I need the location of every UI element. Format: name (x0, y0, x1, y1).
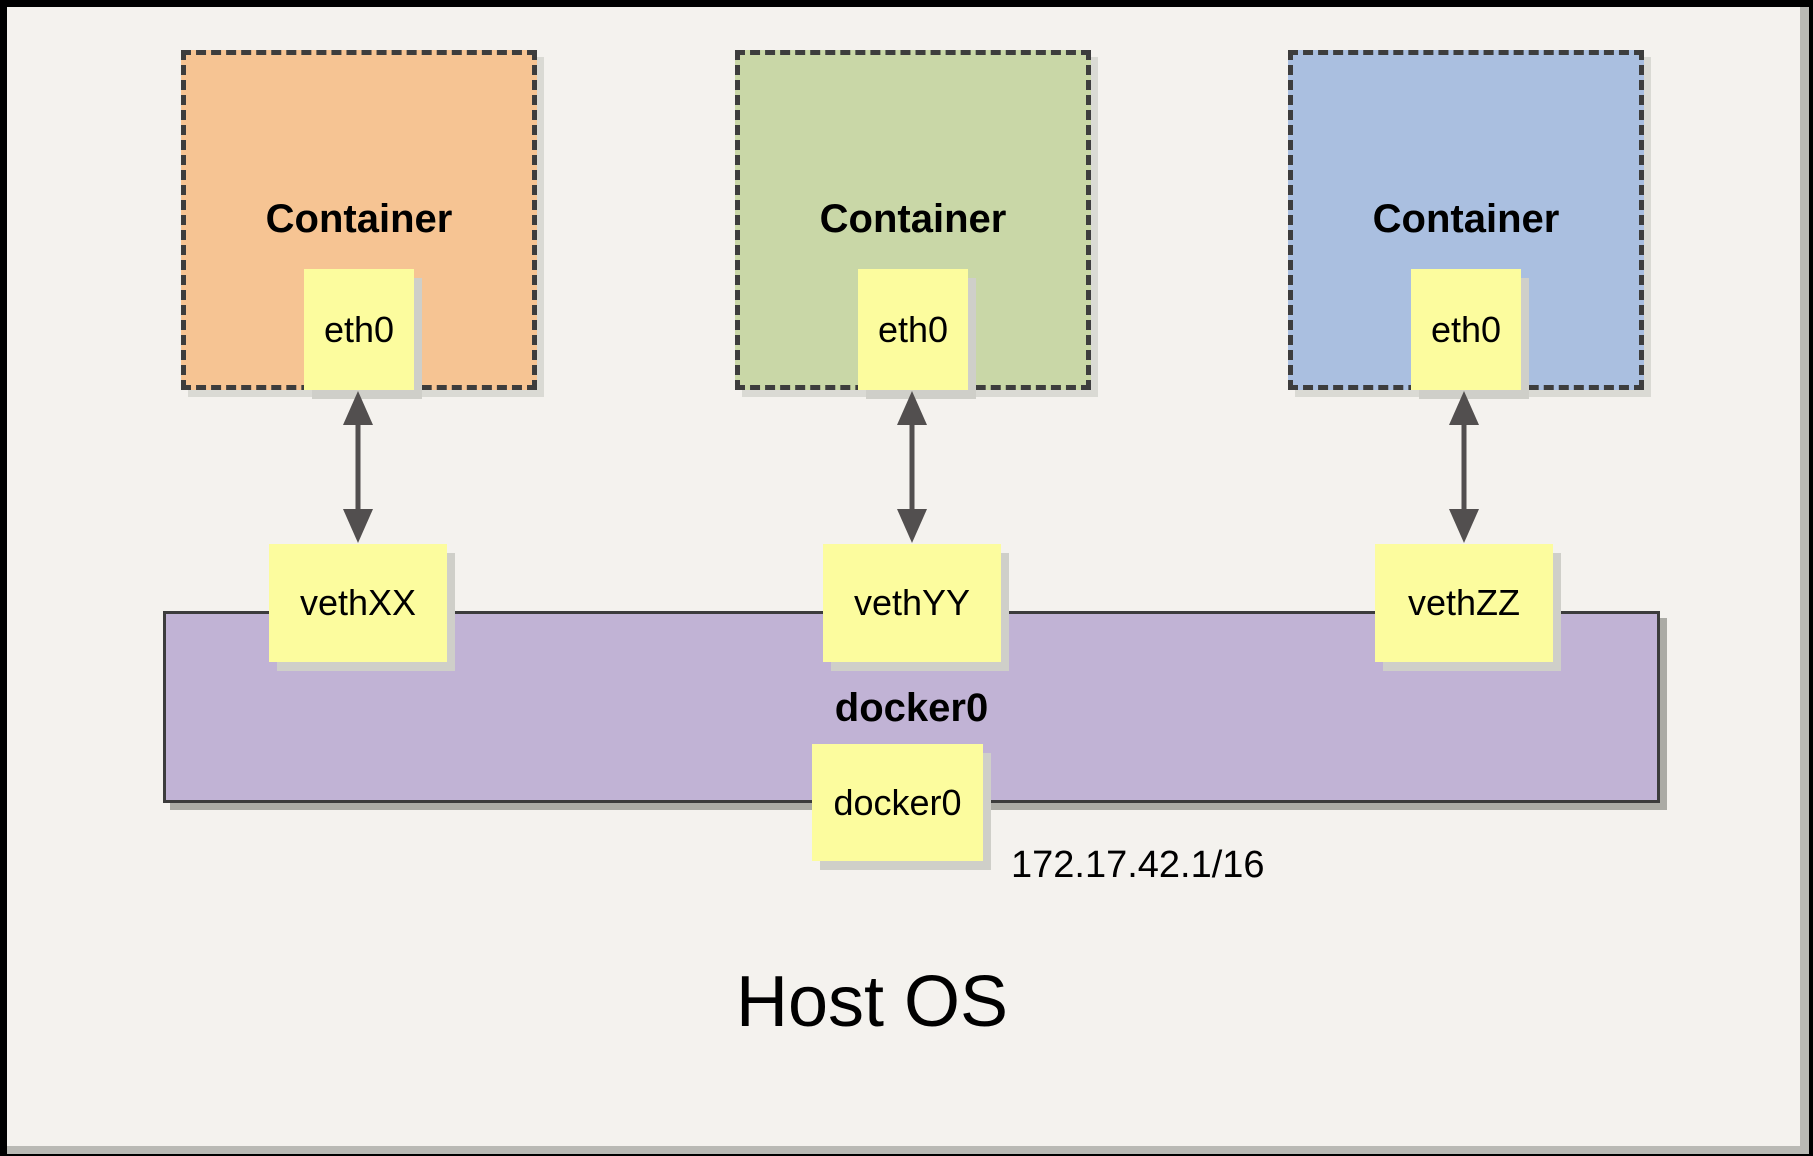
container-title: Container (819, 197, 1007, 241)
double-arrow-icon (343, 391, 373, 543)
vethyy-interface-box: vethYY (823, 544, 1001, 662)
eth0-label: eth0 (877, 308, 949, 350)
vethxx-interface-box: vethXX (269, 544, 447, 662)
container-box-3: Container eth0 (1288, 50, 1644, 390)
container-title: Container (265, 197, 453, 241)
docker0-bridge-label: docker0 (834, 686, 989, 730)
eth0-label: eth0 (1430, 308, 1502, 350)
vethzz-interface-box: vethZZ (1375, 544, 1553, 662)
host-os-label: Host OS (735, 962, 1009, 1042)
diagram-canvas: Container eth0 Container eth0 Container … (7, 7, 1809, 1154)
double-arrow-icon (1449, 391, 1479, 543)
vethzz-label: vethZZ (1407, 582, 1521, 623)
bridge-ip-address: 172.17.42.1/16 (1011, 844, 1265, 886)
container-box-2: Container eth0 (735, 50, 1091, 390)
docker0-box-label: docker0 (833, 781, 962, 823)
docker0-interface-box: docker0 (812, 744, 983, 861)
double-arrow-icon (897, 391, 927, 543)
container-title: Container (1372, 197, 1560, 241)
diagram-page: Container eth0 Container eth0 Container … (7, 7, 1800, 1146)
vethyy-label: vethYY (853, 582, 971, 623)
container-box-1: Container eth0 (181, 50, 537, 390)
eth0-label: eth0 (323, 308, 395, 350)
vethxx-label: vethXX (299, 582, 417, 623)
eth0-interface-box: eth0 (1411, 269, 1521, 390)
eth0-interface-box: eth0 (858, 269, 968, 390)
eth0-interface-box: eth0 (304, 269, 414, 390)
